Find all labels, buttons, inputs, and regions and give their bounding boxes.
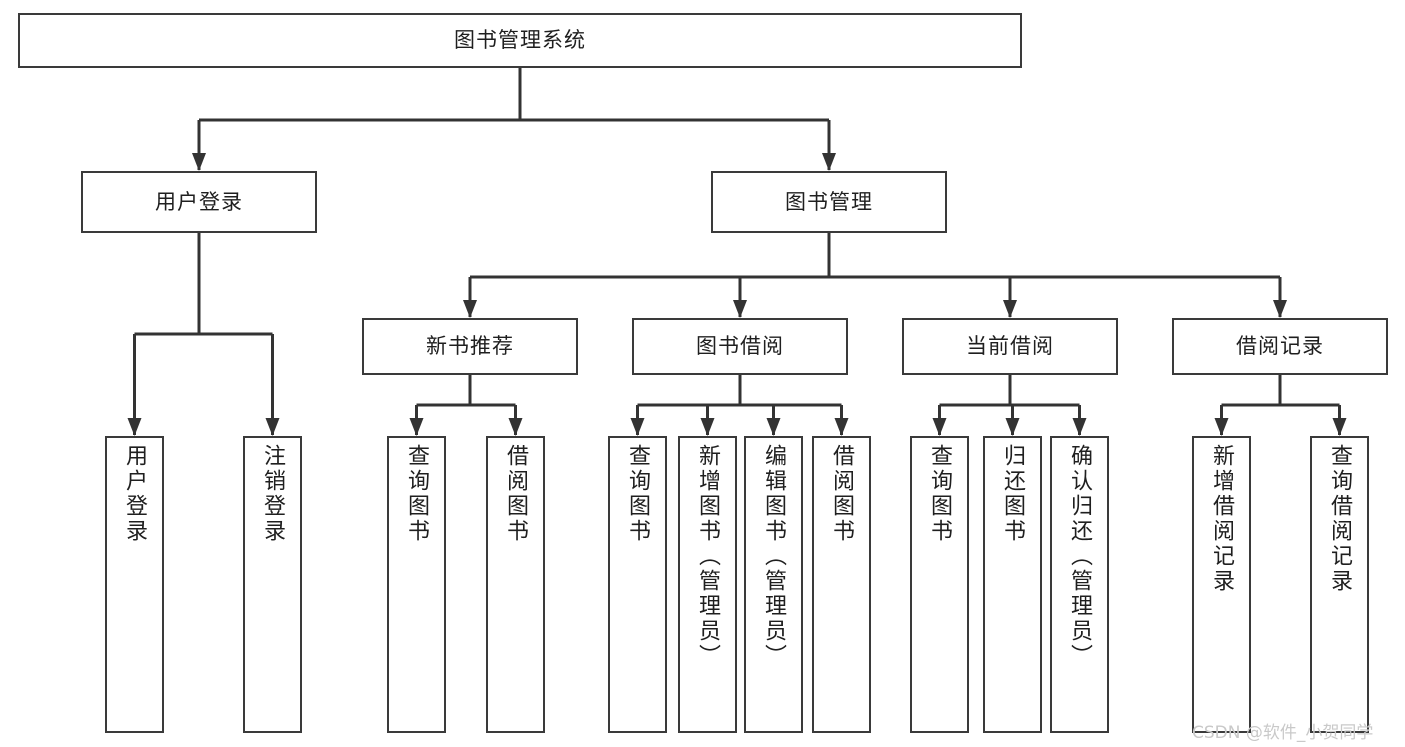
node-book-borrow[interactable]: 图书借阅 <box>632 318 848 375</box>
node-leaf-add-record[interactable]: 新增借阅记录 <box>1192 436 1251 733</box>
arrow-head-leaf-borrow-book-2 <box>834 418 849 436</box>
node-new-book-rec[interactable]: 新书推荐 <box>362 318 578 375</box>
node-label-current-borrow: 当前借阅 <box>966 334 1054 359</box>
node-label-leaf-add-record: 新增借阅记录 <box>1209 444 1235 594</box>
node-label-leaf-query-book-3: 查询图书 <box>927 444 953 544</box>
node-label-leaf-query-book-1: 查询图书 <box>404 444 430 544</box>
arrow-head-leaf-borrow-book-1 <box>508 418 523 436</box>
node-label-leaf-add-book: 新增图书（管理员） <box>695 444 721 669</box>
node-borrow-record[interactable]: 借阅记录 <box>1172 318 1388 375</box>
node-label-leaf-logout: 注销登录 <box>260 444 286 544</box>
node-leaf-query-book-3[interactable]: 查询图书 <box>910 436 969 733</box>
node-user-login[interactable]: 用户登录 <box>81 171 317 233</box>
node-label-leaf-user-login: 用户登录 <box>122 444 148 544</box>
node-label-leaf-confirm-return: 确认归还（管理员） <box>1067 444 1093 669</box>
arrow-head-leaf-return-book <box>1005 418 1020 436</box>
arrow-head-current-borrow <box>1003 300 1017 318</box>
arrow-head-new-book-rec <box>463 300 477 318</box>
node-book-manage[interactable]: 图书管理 <box>711 171 947 233</box>
arrow-head-leaf-confirm-return <box>1072 418 1087 436</box>
node-leaf-borrow-book-1[interactable]: 借阅图书 <box>486 436 545 733</box>
node-label-book-manage: 图书管理 <box>785 189 873 214</box>
node-leaf-edit-book[interactable]: 编辑图书（管理员） <box>744 436 803 733</box>
arrow-head-leaf-add-book <box>700 418 715 436</box>
arrow-head-leaf-query-record <box>1332 418 1347 436</box>
arrow-head-book-manage <box>822 153 836 171</box>
node-leaf-query-book-1[interactable]: 查询图书 <box>387 436 446 733</box>
arrow-head-leaf-user-login <box>127 418 142 436</box>
node-label-leaf-return-book: 归还图书 <box>1000 444 1026 544</box>
node-leaf-return-book[interactable]: 归还图书 <box>983 436 1042 733</box>
node-label-leaf-borrow-book-1: 借阅图书 <box>503 444 529 544</box>
node-label-borrow-record: 借阅记录 <box>1236 334 1324 359</box>
arrow-head-leaf-query-book-3 <box>932 418 947 436</box>
arrow-head-leaf-query-book-2 <box>630 418 645 436</box>
arrow-head-leaf-edit-book <box>766 418 781 436</box>
node-label-user-login: 用户登录 <box>155 189 243 214</box>
node-current-borrow[interactable]: 当前借阅 <box>902 318 1118 375</box>
node-label-leaf-borrow-book-2: 借阅图书 <box>829 444 855 544</box>
node-label-leaf-query-book-2: 查询图书 <box>625 444 651 544</box>
node-leaf-confirm-return[interactable]: 确认归还（管理员） <box>1050 436 1109 733</box>
node-leaf-add-book[interactable]: 新增图书（管理员） <box>678 436 737 733</box>
node-label-root: 图书管理系统 <box>454 28 586 53</box>
node-label-leaf-query-record: 查询借阅记录 <box>1327 444 1353 594</box>
arrow-head-leaf-logout <box>265 418 280 436</box>
node-root[interactable]: 图书管理系统 <box>18 13 1022 68</box>
arrow-head-leaf-query-book-1 <box>409 418 424 436</box>
node-label-leaf-edit-book: 编辑图书（管理员） <box>761 444 787 669</box>
node-leaf-query-record[interactable]: 查询借阅记录 <box>1310 436 1369 733</box>
node-leaf-borrow-book-2[interactable]: 借阅图书 <box>812 436 871 733</box>
node-leaf-logout[interactable]: 注销登录 <box>243 436 302 733</box>
node-leaf-query-book-2[interactable]: 查询图书 <box>608 436 667 733</box>
node-label-new-book-rec: 新书推荐 <box>426 334 514 359</box>
arrow-head-book-borrow <box>733 300 747 318</box>
node-label-book-borrow: 图书借阅 <box>696 334 784 359</box>
arrow-head-borrow-record <box>1273 300 1287 318</box>
arrow-head-leaf-add-record <box>1214 418 1229 436</box>
arrow-head-user-login <box>192 153 206 171</box>
node-leaf-user-login[interactable]: 用户登录 <box>105 436 164 733</box>
